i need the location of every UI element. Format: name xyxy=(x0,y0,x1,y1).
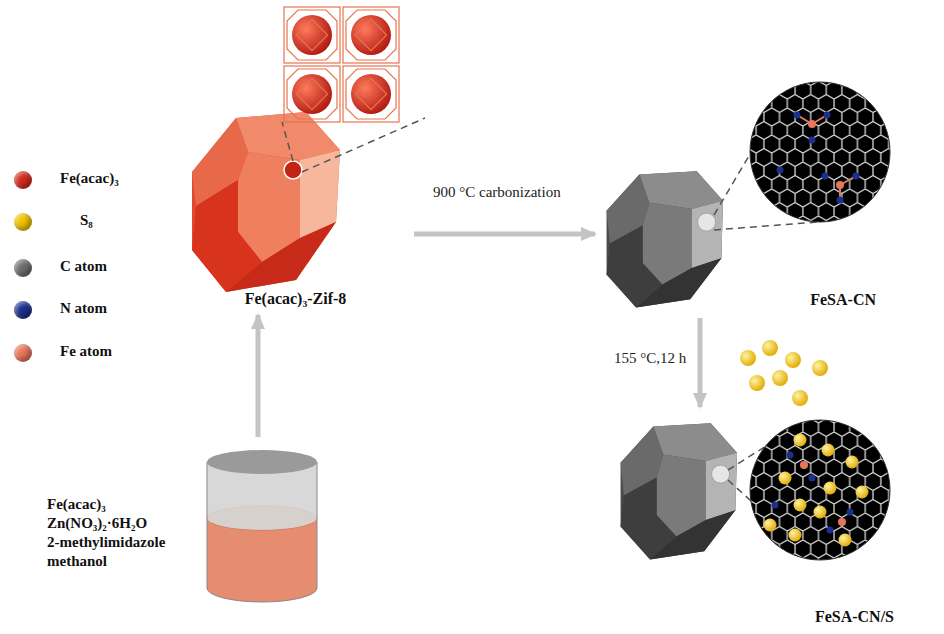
fesa-cn-s-polyhedron xyxy=(621,423,737,559)
material-stage: FeSA-CN xyxy=(598,165,898,315)
legend-swatch xyxy=(14,259,32,277)
stage-caption: FeSA-CN xyxy=(810,291,876,309)
process-arrow xyxy=(256,315,261,437)
text-stack: Fe(acac)₃-Zif-8 xyxy=(180,290,411,308)
legend-label: Fe atom xyxy=(60,343,112,360)
condition-label: 900 °C carbonization xyxy=(431,184,563,201)
legend-label: C atom xyxy=(60,258,107,275)
zif8-polyhedron xyxy=(192,112,425,292)
fesa-cn-lattice-inset xyxy=(750,82,890,222)
leader-line xyxy=(714,222,818,230)
legend-label: N atom xyxy=(60,300,107,317)
legend-swatch xyxy=(14,344,32,362)
stage-caption: Fe(acac)₃-Zif-8 xyxy=(180,290,411,308)
legend-label: S₈ xyxy=(80,212,93,229)
beaker xyxy=(207,450,317,602)
legend-label: Fe(acac)₃ xyxy=(60,170,119,187)
text-stack: FeSA-CN/S xyxy=(815,608,894,626)
legend-swatch xyxy=(14,301,32,319)
fesa-cn-polyhedron xyxy=(607,171,723,307)
legend-swatch xyxy=(14,171,32,189)
text-stack: Fe(acac)₃Zn(NO₃)₂·6H₂O2-methylimidazolem… xyxy=(47,495,165,571)
process-arrow xyxy=(698,318,703,407)
process-arrow xyxy=(414,232,595,237)
fesa-cn-s-lattice-inset xyxy=(750,420,890,560)
reagent-beaker: Fe(acac)₃Zn(NO₃)₂·6H₂O2-methylimidazolem… xyxy=(40,440,340,620)
text-stack: FeSA-CN xyxy=(810,291,876,309)
reagent-name: 2-methylimidazole xyxy=(47,533,165,552)
sulfur-balls xyxy=(740,340,828,406)
reagent-name: methanol xyxy=(47,552,165,571)
stage-caption: FeSA-CN/S xyxy=(815,608,894,626)
legend-swatch xyxy=(14,213,32,231)
condition-label: 155 °C,12 h xyxy=(612,350,688,367)
reagent-name: Zn(NO₃)₂·6H₂O xyxy=(47,514,165,533)
zif8-cage-inset xyxy=(284,7,399,122)
material-stage: FeSA-CN/S xyxy=(598,410,916,628)
reagent-name: Fe(acac)₃ xyxy=(47,495,165,514)
material-stage: Fe(acac)₃-Zif-8 xyxy=(180,90,411,312)
